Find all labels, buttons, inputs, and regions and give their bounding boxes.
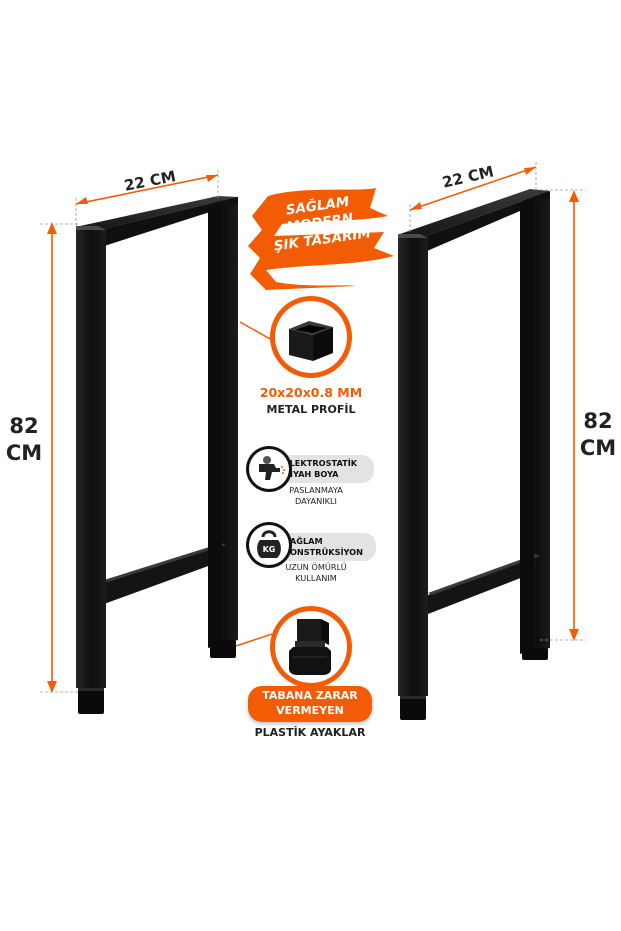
kettlebell-icon [249, 525, 289, 565]
dimension-lines [47, 166, 579, 693]
right-leg-frame [398, 189, 550, 720]
left-height-label: 82 CM [5, 414, 43, 465]
feet-caption: PLASTİK AYAKLAR [254, 726, 366, 739]
kettlebell-label: KG [262, 545, 276, 554]
dimension-guides [40, 162, 586, 693]
coating-icon-circle [246, 446, 292, 492]
construction-description: UZUN ÖMÜRLÜ KULLANIM [285, 562, 347, 583]
feet-badge: TABANA ZARAR VERMEYEN [248, 686, 372, 722]
profile-subtitle: METAL PROFİL [266, 403, 356, 416]
coating-description: PASLANMAYA DAYANIKLI [289, 485, 343, 506]
feet-callout-circle [270, 606, 352, 688]
plastic-foot-icon [289, 619, 331, 675]
profile-size-title: 20x20x0.8 MM [259, 385, 363, 400]
square-tube-icon [289, 321, 333, 361]
construction-icon-circle: KG [246, 522, 292, 568]
slogan-brush-banner [248, 188, 394, 290]
profile-callout-circle [270, 296, 352, 378]
callout-pointers [235, 321, 273, 647]
right-height-label: 82 CM [579, 409, 617, 460]
spray-gun-icon [249, 449, 289, 489]
left-leg-frame [76, 196, 238, 714]
